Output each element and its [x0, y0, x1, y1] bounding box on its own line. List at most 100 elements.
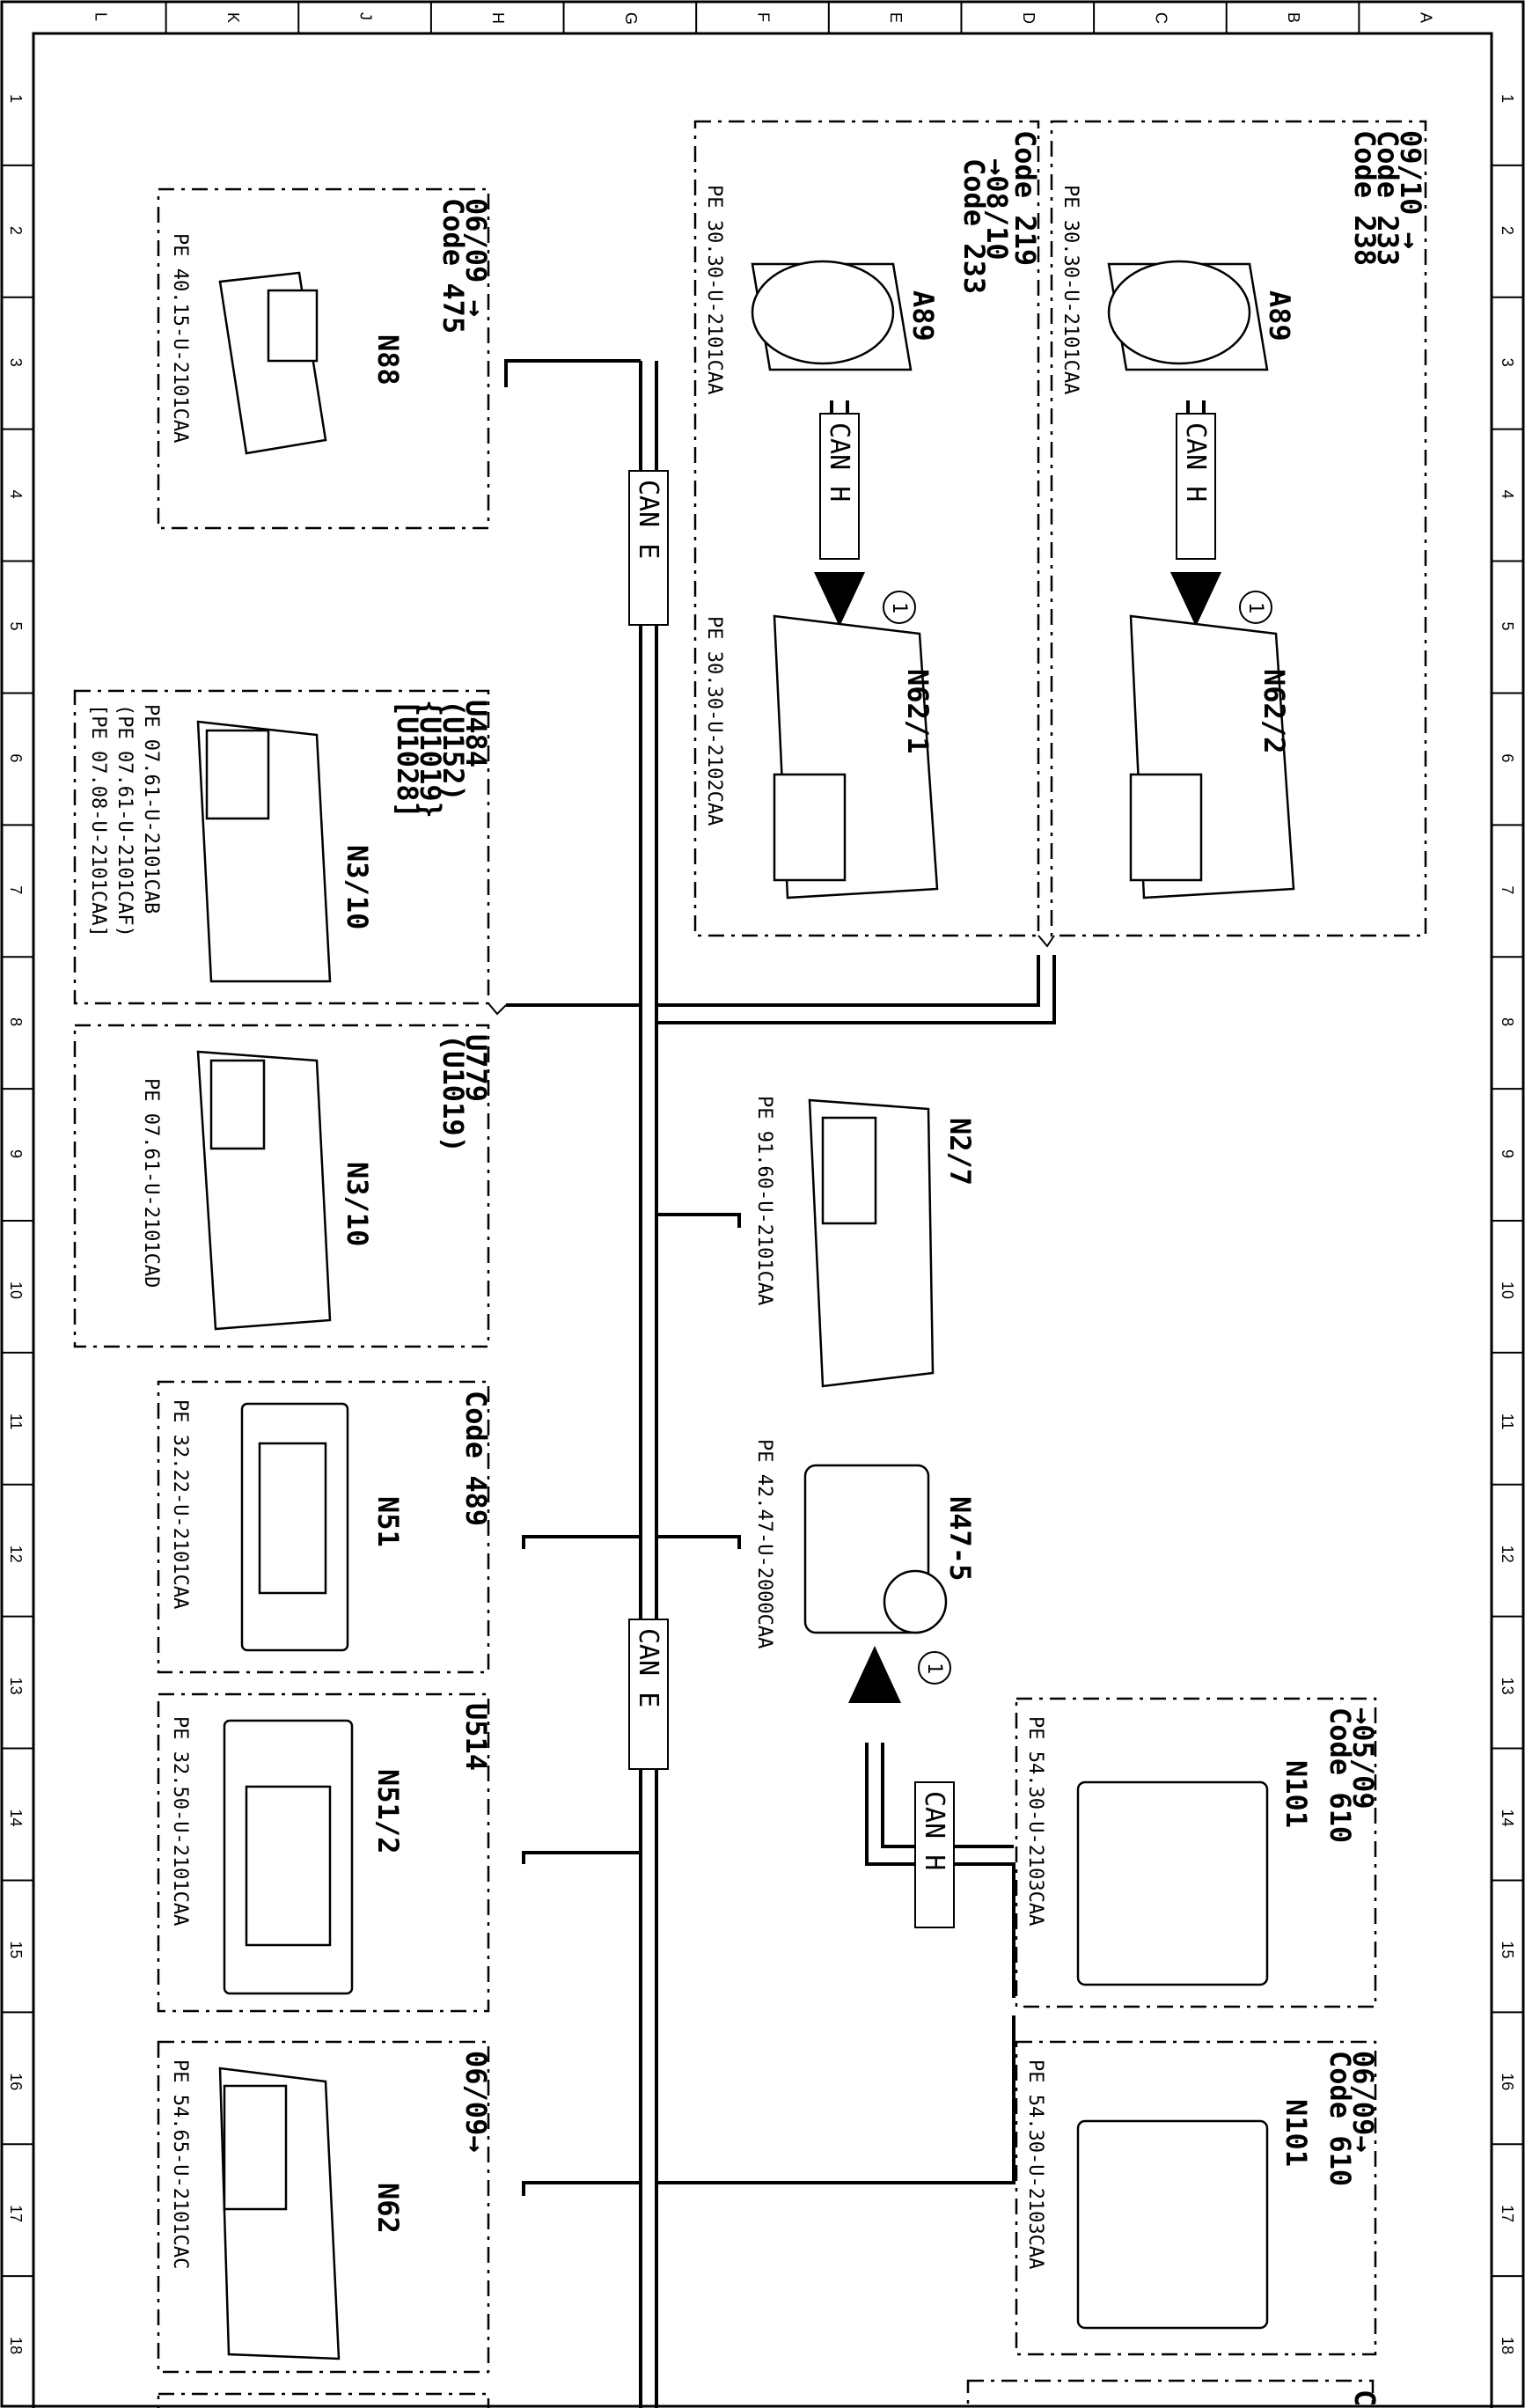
partial-bottom-text: C C C	[1348, 2390, 1382, 2408]
n101-a-ref: PE 54.30-U-2103CAA	[1024, 1716, 1046, 1926]
grid-row-label: 12	[1499, 1545, 1516, 1563]
grid-row-label: 16	[7, 2073, 25, 2090]
box6-code-line2: (U152)	[436, 700, 470, 802]
grid-row-label: 3	[1499, 358, 1516, 367]
n47-5-label: N47-5	[943, 1496, 977, 1581]
can-e-bottom-text: CAN E	[633, 1628, 664, 1707]
grid-row-label: 15	[1499, 1941, 1516, 1958]
can-h-3-text: CAN H	[919, 1791, 949, 1870]
n2-7-ref: PE 91.60-U-2101CAA	[753, 1096, 775, 1305]
n62-1-label: N62/1	[901, 669, 935, 753]
component-illustrations	[196, 260, 1295, 2360]
grid-column-label: L	[92, 12, 109, 21]
n3-10-a-ref2: (PE 07.61-U-2101CAF)	[114, 704, 136, 937]
n101-module-icon-a	[1076, 1780, 1269, 1986]
grid-row-label: 6	[1499, 753, 1516, 762]
n3-10-a-ref3: [PE 07.08-U-2101CAA]	[87, 704, 109, 937]
n88-label: N88	[371, 334, 405, 385]
n2-7-module-icon	[808, 1098, 935, 1388]
grid-row-label: 4	[1499, 490, 1516, 499]
can-h-1-text: CAN H	[1180, 422, 1211, 502]
n62-label: N62	[371, 2183, 405, 2234]
grid-row-label: 2	[1499, 226, 1516, 235]
box6-code-line4: [U1028]	[391, 700, 424, 819]
a89-radar-icon-bottom	[751, 260, 913, 371]
can-h-label-1: CAN H	[1176, 413, 1216, 560]
grid-row-label: 10	[1499, 1281, 1516, 1299]
signal-arrows	[814, 572, 1221, 1703]
n3-10-module-icon-b	[196, 1050, 332, 1331]
grid-row-label: 7	[1499, 885, 1516, 894]
grid-column-label: C	[1152, 12, 1169, 24]
grid-row-label: 13	[1499, 1678, 1516, 1695]
grid-row-label: 14	[7, 1810, 25, 1827]
box4-code-line2: Code 610	[1323, 2051, 1357, 2186]
grid-row-label: 11	[1499, 1413, 1516, 1430]
box6-code-line3: {U1019}	[414, 700, 447, 819]
n101-b-ref: PE 54.30-U-2103CAA	[1024, 2059, 1046, 2269]
n51-module-icon	[240, 1402, 349, 1652]
grid-row-label: 16	[1499, 2073, 1516, 2090]
n3-10-a-label: N3/10	[341, 845, 374, 929]
n3-10-b-label: N3/10	[341, 1162, 374, 1246]
grid-row-label: 18	[1499, 2337, 1516, 2354]
n3-10-b-ref: PE 07.61-U-2101CAD	[140, 1078, 162, 1288]
box3-code-line1: →05/09	[1346, 1707, 1380, 1810]
grid-row-label: 6	[7, 753, 25, 762]
a89-top-label: A89	[1263, 290, 1296, 341]
grid-row-label: 2	[7, 226, 25, 235]
box6-code-line1: U484	[459, 700, 493, 767]
n62-module-icon	[218, 2067, 341, 2360]
box5-code-line2: Code 475	[436, 198, 470, 334]
component-labels: 09/10 → Code 233 Code 238 A89 PE 30.30-U…	[87, 130, 1427, 2408]
option-boxes	[73, 120, 1427, 2408]
grid-column-label: H	[489, 12, 507, 24]
can-h-2-text: CAN H	[824, 422, 854, 502]
grid-row-label: 18	[7, 2337, 25, 2354]
box2-code-line3: Code 233	[957, 158, 991, 294]
grid-row-label: 17	[1499, 2205, 1516, 2222]
grid-row-label: 12	[7, 1545, 25, 1563]
grid-column-label: B	[1285, 12, 1302, 23]
can-e-top-text: CAN E	[633, 480, 664, 559]
callout-1-c: 1	[923, 1663, 945, 1674]
grid-column-label: J	[357, 12, 375, 20]
grid-row-label: 15	[7, 1941, 25, 1958]
box2-code-line1: Code 219	[1008, 130, 1042, 266]
group-bracket	[488, 935, 1055, 1016]
n51-label: N51	[371, 1496, 405, 1547]
n101-a-label: N101	[1279, 1760, 1313, 1828]
box1-code-line1: 09/10 →	[1394, 130, 1427, 249]
grid-row-label: 1	[1499, 94, 1516, 103]
grid-row-label: 8	[1499, 1017, 1516, 1026]
box7-code-line2: (U1019)	[436, 1034, 470, 1153]
grid-row-label: 5	[1499, 622, 1516, 631]
grid-row-label: 10	[7, 1281, 25, 1299]
grid-row-label: 7	[7, 885, 25, 894]
n62-2-module-icon	[1129, 614, 1295, 899]
grid-column-label: G	[622, 12, 640, 25]
n51-2-ref: PE 32.50-U-2101CAA	[169, 1716, 191, 1926]
box4-code-line1: 06/09→	[1346, 2051, 1380, 2153]
box10-code-line1: 06/09→	[459, 2051, 493, 2153]
n88-ref: PE 40.15-U-2101CAA	[169, 233, 191, 443]
n62-1-ref: PE 30.30-U-2102CAA	[703, 616, 725, 826]
n3-10-a-ref1: PE 07.61-U-2101CAB	[140, 704, 162, 914]
grid-row-label: 9	[1499, 1149, 1516, 1158]
callout-markers: 1 1 1	[883, 591, 1272, 1685]
grid-row-label: 1	[7, 94, 25, 103]
box7-code-line1: U779	[459, 1034, 493, 1102]
n62-1-module-icon	[773, 614, 939, 899]
bus-wires	[504, 359, 1206, 2408]
can-e-label-bottom: CAN E	[628, 1619, 669, 1770]
n101-module-icon-b	[1076, 2119, 1269, 2330]
a89-bottom-ref: PE 30.30-U-2101CAA	[703, 185, 725, 394]
grid-row-label: 3	[7, 358, 25, 367]
grid-row-label: 13	[7, 1678, 25, 1695]
n62-ref: PE 54.65-U-2101CAC	[169, 2059, 191, 2269]
